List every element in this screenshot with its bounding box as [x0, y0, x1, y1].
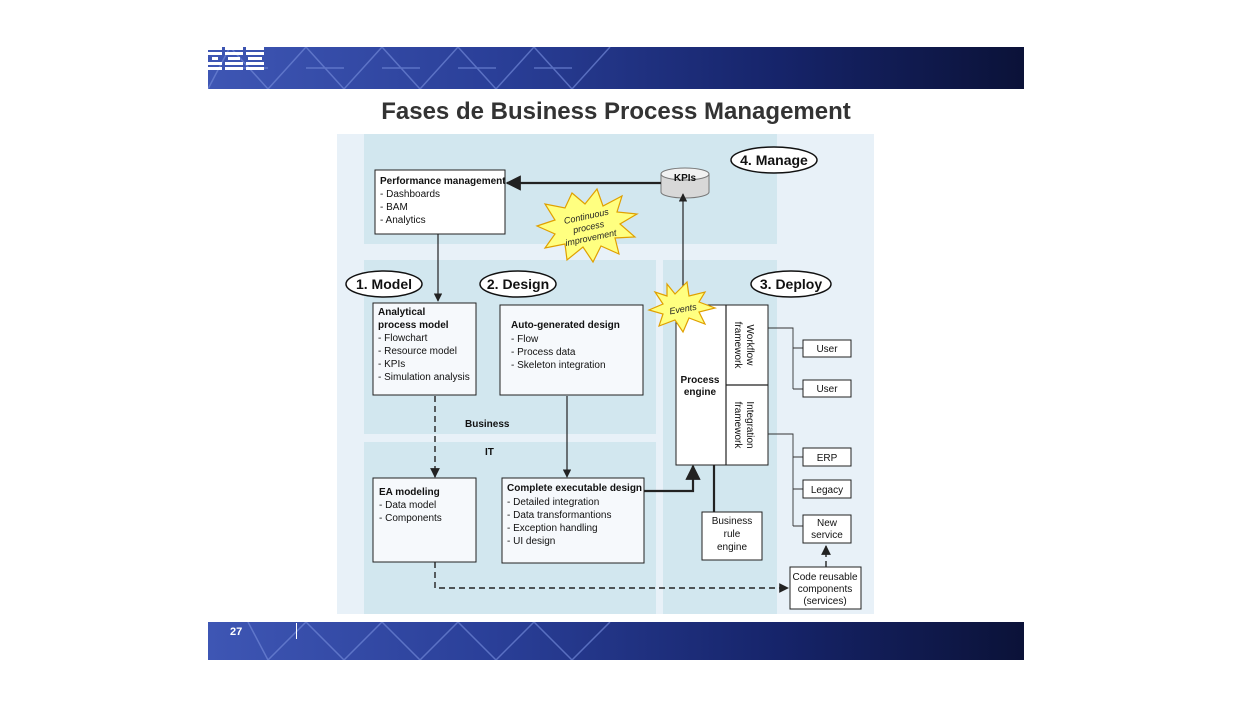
executable-title: Complete executable design	[507, 483, 642, 494]
process-engine-label: Process	[681, 375, 720, 386]
workflow-framework-label: Workflow	[744, 325, 755, 367]
manage-phase-ellipse	[730, 146, 818, 174]
auto-generated-design-box	[499, 304, 644, 396]
analytical-item: - Simulation analysis	[378, 372, 470, 383]
model-phase-ellipse	[345, 270, 423, 298]
deploy-phase-ellipse	[750, 270, 832, 298]
business-label: Business	[465, 419, 510, 430]
footer-pattern	[247, 622, 611, 660]
integration-framework-label: framework	[732, 402, 743, 450]
user-label: User	[816, 384, 838, 395]
business-rule-label: Business	[712, 516, 753, 527]
integration-systems-connector	[768, 433, 803, 527]
autogen-item: - Skeleton integration	[511, 360, 606, 371]
workflow-framework-label: framework	[732, 322, 743, 370]
design-phase-label: 2. Design	[487, 276, 549, 292]
ea-item: - Data model	[379, 500, 436, 511]
integration-framework-label: Integration	[744, 401, 755, 448]
erp-label: ERP	[817, 453, 838, 464]
performance-item: - BAM	[380, 202, 408, 213]
code-reusable-box	[789, 566, 862, 610]
autogen-title: Auto-generated design	[511, 320, 620, 331]
executable-item: - Detailed integration	[507, 497, 599, 508]
analytical-item: - Resource model	[378, 346, 457, 357]
code-reusable-label: (services)	[803, 596, 846, 607]
code-reusable-label: components	[798, 584, 852, 595]
business-rule-label: engine	[717, 542, 747, 553]
analytical-item: - Flowchart	[378, 333, 428, 344]
new-service-label: service	[811, 530, 843, 541]
model-phase-label: 1. Model	[356, 276, 412, 292]
deploy-phase-label: 3. Deploy	[760, 276, 822, 292]
code-reusable-label: Code reusable	[792, 572, 857, 583]
user-box	[802, 379, 852, 398]
bpm-diagram-svg: Performance management - Dashboards - BA…	[345, 134, 862, 614]
ea-title: EA modeling	[379, 487, 440, 498]
performance-title: Performance management	[380, 176, 506, 187]
manage-phase-label: 4. Manage	[740, 152, 808, 168]
ea-item: - Components	[379, 513, 442, 524]
workflow-users-connector	[768, 327, 803, 390]
bpm-diagram: Performance management - Dashboards - BA…	[337, 134, 874, 614]
events-starburst	[647, 280, 718, 334]
performance-item: - Analytics	[380, 215, 426, 226]
header-pattern	[208, 47, 611, 89]
design-phase-ellipse	[479, 270, 557, 298]
ea-modeling-box	[372, 477, 477, 563]
complete-executable-design-box	[501, 477, 645, 564]
executable-item: - Exception handling	[507, 523, 598, 534]
executable-item: - UI design	[507, 536, 555, 547]
analytical-item: - KPIs	[378, 359, 405, 370]
ea-to-reusable-dashed-arrow	[434, 562, 789, 593]
user-label: User	[816, 344, 838, 355]
executable-to-engine-arrow	[644, 464, 701, 493]
user-box	[802, 339, 852, 358]
analytical-process-model-box	[372, 302, 477, 396]
events-label: Events	[669, 302, 698, 317]
new-service-label: New	[817, 518, 838, 529]
erp-box	[802, 447, 852, 467]
it-label: IT	[485, 447, 494, 458]
legacy-label: Legacy	[811, 485, 843, 496]
process-engine-label: engine	[684, 387, 717, 398]
page-title: Fases de Business Process Management	[381, 98, 851, 125]
kpis-label: KPIs	[674, 173, 697, 184]
performance-management-box	[374, 169, 506, 235]
business-rule-label: rule	[724, 529, 741, 540]
performance-item: - Dashboards	[380, 189, 440, 200]
analytical-title: process model	[378, 320, 449, 331]
kpis-database-icon	[660, 167, 710, 199]
header-band	[208, 47, 1024, 89]
new-service-box	[802, 514, 852, 544]
autogen-item: - Process data	[511, 347, 576, 358]
page-number: 27	[230, 626, 243, 638]
autogen-item: - Flow	[511, 334, 539, 345]
executable-item: - Data transformantions	[507, 510, 612, 521]
legacy-box	[802, 479, 852, 499]
analytical-title: Analytical	[378, 307, 425, 318]
footer-band: 27	[208, 622, 1024, 660]
continuous-improvement-starburst	[535, 187, 639, 264]
ibm-logo	[208, 47, 264, 70]
footer-separator	[296, 623, 297, 639]
business-rule-engine-box	[701, 511, 763, 561]
